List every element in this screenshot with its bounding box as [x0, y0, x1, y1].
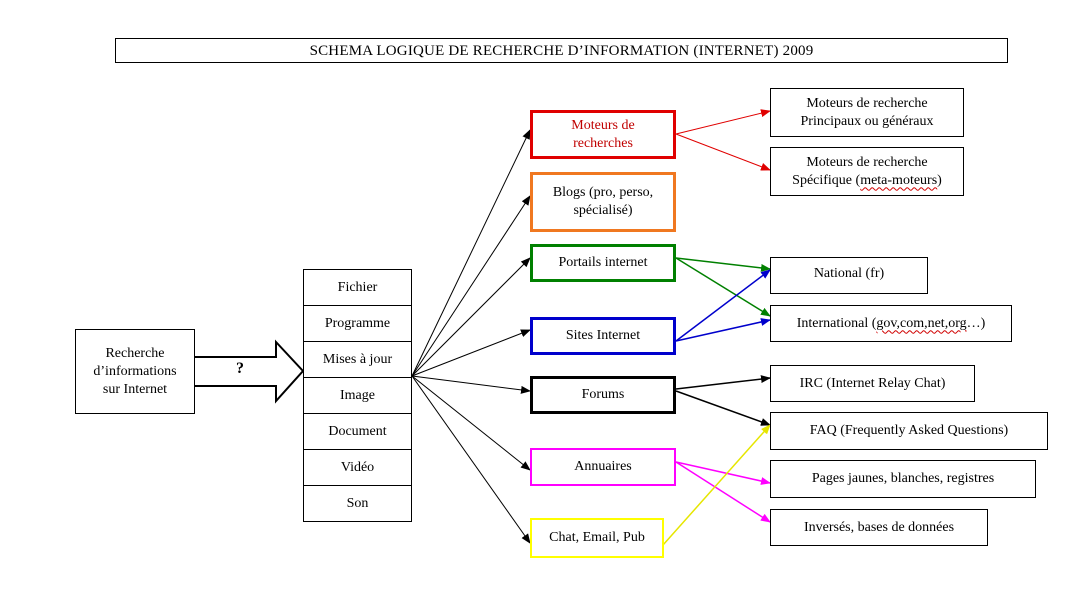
- target-national: National (fr): [770, 257, 928, 294]
- target-irc-label: IRC (Internet Relay Chat): [799, 375, 946, 391]
- arrow-portails-international: [675, 257, 771, 317]
- fan-arrow-portails: [411, 257, 531, 377]
- arrow-forums-faq: [675, 390, 771, 426]
- arrow-forums-irc: [675, 375, 771, 390]
- category-annuaires: Annuaires: [530, 448, 676, 486]
- arrow-chat-faq: [662, 424, 771, 546]
- type-mises-a-jour: Mises à jour: [304, 342, 411, 378]
- category-chat: Chat, Email, Pub: [530, 518, 664, 558]
- target-faq: FAQ (Frequently Asked Questions): [770, 412, 1048, 450]
- target-irc: IRC (Internet Relay Chat): [770, 365, 975, 402]
- arrow-annuaires-pages: [675, 461, 771, 485]
- category-moteurs-line2: recherches: [573, 135, 633, 151]
- category-portails-label: Portails internet: [558, 255, 648, 270]
- arrow-moteurs-principaux: [675, 109, 771, 135]
- target-international-pre: International (: [796, 315, 877, 331]
- target-moteurs-specifique-mid: meta-moteurs: [860, 172, 938, 188]
- category-blogs-line2: spécialisé): [573, 203, 633, 218]
- question-mark: ?: [236, 360, 244, 377]
- target-moteurs-principaux-line2: Principaux ou généraux: [800, 113, 934, 129]
- type-video: Vidéo: [304, 450, 411, 486]
- category-blogs: Blogs (pro, perso, spécialisé): [530, 172, 676, 232]
- source-line-3: sur Internet: [102, 381, 168, 397]
- category-forums-label: Forums: [581, 387, 625, 402]
- target-moteurs-principaux-line1: Moteurs de recherche: [806, 95, 928, 111]
- category-sites-label: Sites Internet: [565, 328, 641, 343]
- arrow-annuaires-inverses: [675, 461, 771, 523]
- target-international-post: …): [966, 315, 986, 331]
- category-chat-label: Chat, Email, Pub: [549, 530, 645, 545]
- target-inverses-label: Inversés, bases de données: [803, 519, 955, 535]
- target-inverses: Inversés, bases de données: [770, 509, 988, 546]
- fan-arrow-annuaires: [411, 375, 531, 471]
- source-box: Recherche d’informations sur Internet: [75, 329, 195, 414]
- category-blogs-line1: Blogs (pro, perso,: [552, 185, 654, 200]
- source-line-1: Recherche: [105, 345, 165, 361]
- target-international: International (gov,com,net,org…): [770, 305, 1012, 342]
- type-programme: Programme: [304, 306, 411, 342]
- big-hollow-arrow: [193, 339, 305, 404]
- fan-arrow-forums: [411, 375, 531, 394]
- category-moteurs-line1: Moteurs de: [571, 117, 635, 133]
- target-pages-jaunes: Pages jaunes, blanches, registres: [770, 460, 1036, 498]
- type-document: Document: [304, 414, 411, 450]
- target-national-label: National (fr): [813, 266, 885, 281]
- fan-arrow-blogs: [411, 195, 531, 377]
- type-fichier: Fichier: [304, 270, 411, 306]
- category-annuaires-label: Annuaires: [574, 459, 632, 474]
- arrow-portails-national: [675, 257, 771, 272]
- types-stack: Fichier Programme Mises à jour Image Doc…: [303, 269, 412, 522]
- target-faq-label: FAQ (Frequently Asked Questions): [809, 423, 1009, 438]
- target-international-mid: gov,com,net,org: [876, 315, 967, 331]
- fan-arrow-sites: [411, 329, 531, 377]
- category-moteurs: Moteurs de recherches: [530, 110, 676, 159]
- category-sites: Sites Internet: [530, 317, 676, 355]
- category-forums: Forums: [530, 376, 676, 414]
- fan-arrow-chat: [411, 375, 531, 544]
- target-moteurs-principaux: Moteurs de recherche Principaux ou génér…: [770, 88, 964, 137]
- diagram-title-text: SCHEMA LOGIQUE DE RECHERCHE D’INFORMATIO…: [309, 42, 814, 59]
- arrow-moteurs-specifique: [675, 133, 771, 171]
- source-line-2: d’informations: [93, 363, 177, 379]
- arrow-sites-international: [675, 318, 771, 342]
- type-image: Image: [304, 378, 411, 414]
- arrow-sites-national: [675, 269, 771, 342]
- target-moteurs-specifique-line2: Spécifique (meta-moteurs): [792, 172, 942, 190]
- target-moteurs-specifique-line1: Moteurs de recherche: [806, 154, 928, 170]
- target-moteurs-specifique-post: ): [937, 172, 942, 188]
- type-son: Son: [346, 496, 369, 511]
- target-moteurs-specifique: Moteurs de recherche Spécifique (meta-mo…: [770, 147, 964, 196]
- target-international-label: International (gov,com,net,org…): [797, 315, 986, 333]
- target-moteurs-specifique-pre: Spécifique (: [792, 172, 861, 188]
- diagram-title: SCHEMA LOGIQUE DE RECHERCHE D’INFORMATIO…: [115, 38, 1008, 63]
- category-portails: Portails internet: [530, 244, 676, 282]
- target-pages-jaunes-label: Pages jaunes, blanches, registres: [811, 471, 995, 486]
- fan-arrow-moteurs: [411, 129, 531, 377]
